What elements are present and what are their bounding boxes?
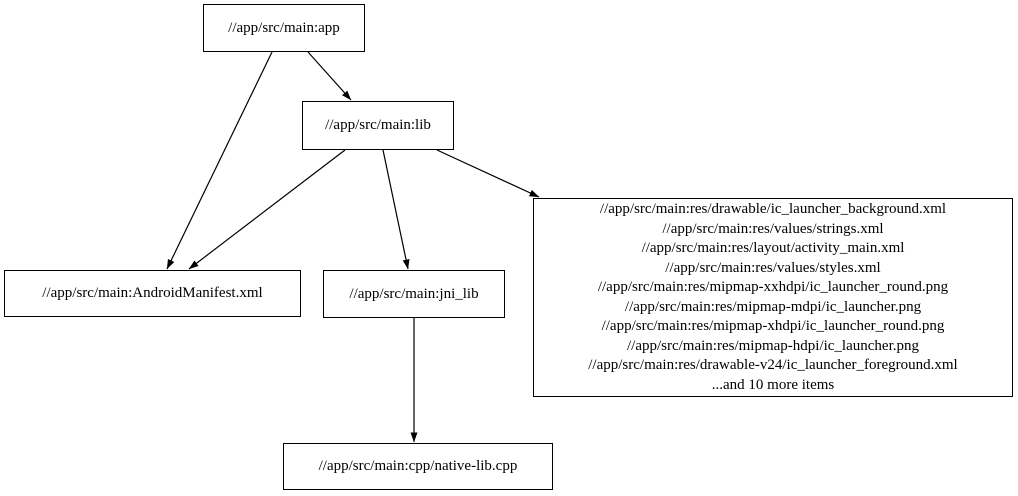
- edge-lib-to-jni-lib: [382, 149, 410, 270]
- node-resources-group: //app/src/main:res/drawable/ic_launcher_…: [533, 198, 1013, 397]
- node-lib-label: //app/src/main:lib: [325, 117, 431, 133]
- resource-line-more-items: ...and 10 more items: [711, 376, 835, 393]
- edge-lib-to-resources: [436, 149, 540, 198]
- resource-line: //app/src/main:res/mipmap-xhdpi/ic_launc…: [601, 318, 945, 334]
- resource-line: //app/src/main:res/drawable/ic_launcher_…: [599, 201, 947, 217]
- edge-lib-to-manifest: [188, 149, 346, 270]
- node-jni-lib-label: //app/src/main:jni_lib: [349, 285, 479, 302]
- node-native-lib-cpp-label: //app/src/main:cpp/native-lib.cpp: [318, 458, 518, 474]
- resource-line: //app/src/main:res/mipmap-mdpi/ic_launch…: [624, 298, 922, 315]
- edge-app-to-lib: [307, 51, 352, 101]
- resource-line: //app/src/main:res/values/strings.xml: [662, 220, 884, 237]
- node-native-lib-cpp: //app/src/main:cpp/native-lib.cpp: [283, 443, 553, 490]
- resource-line: //app/src/main:res/values/styles.xml: [665, 259, 881, 276]
- node-app: //app/src/main:app: [203, 4, 365, 52]
- node-android-manifest: //app/src/main:AndroidManifest.xml: [4, 270, 301, 317]
- node-jni-lib: //app/src/main:jni_lib: [323, 270, 505, 318]
- resource-line: //app/src/main:res/drawable-v24/ic_launc…: [588, 357, 958, 373]
- resource-line: //app/src/main:res/layout/activity_main.…: [641, 240, 905, 256]
- edge-app-to-manifest: [166, 51, 273, 270]
- node-android-manifest-label: //app/src/main:AndroidManifest.xml: [42, 285, 263, 301]
- resource-line: //app/src/main:res/mipmap-hdpi/ic_launch…: [626, 337, 919, 354]
- node-lib: //app/src/main:lib: [302, 101, 454, 150]
- resource-line: //app/src/main:res/mipmap-xxhdpi/ic_laun…: [597, 279, 949, 295]
- node-app-label: //app/src/main:app: [228, 19, 340, 36]
